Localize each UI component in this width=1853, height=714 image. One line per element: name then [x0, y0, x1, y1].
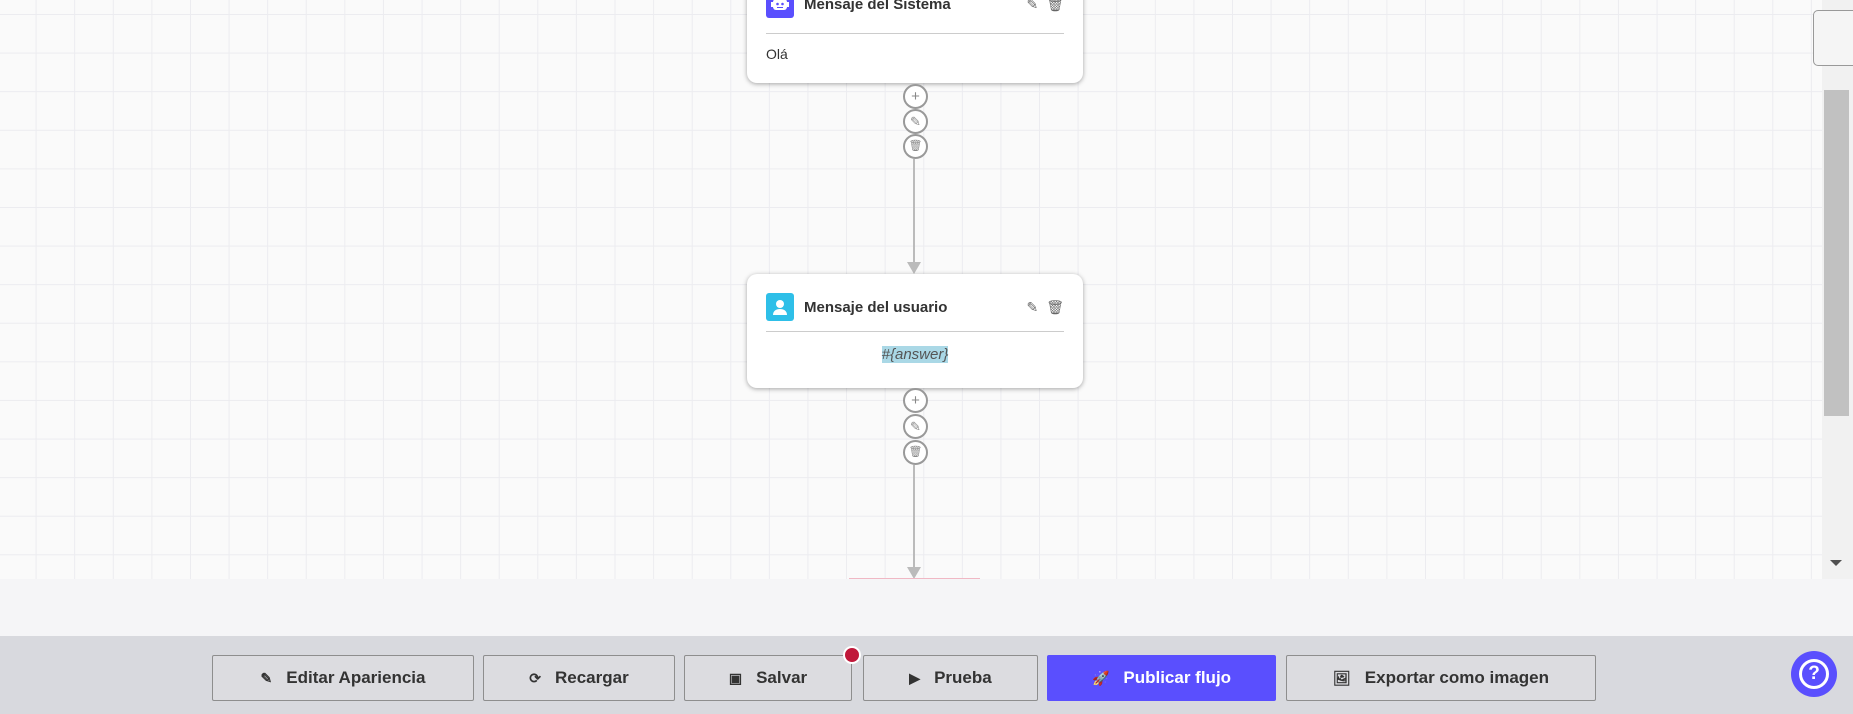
node-user-message[interactable]: Mensaje del usuario ✎ 🗑 #{answer}: [747, 274, 1083, 388]
scroll-down-arrow[interactable]: [1830, 560, 1842, 566]
trash-icon[interactable]: 🗑: [1046, 298, 1064, 315]
minimap-box[interactable]: [1813, 10, 1853, 66]
refresh-icon: ⟳: [529, 669, 541, 686]
add-node-button[interactable]: +: [903, 388, 928, 413]
help-button[interactable]: ?: [1791, 651, 1837, 697]
edit-appearance-button[interactable]: ✎Editar Apariencia: [212, 655, 474, 701]
next-node-edge: [849, 578, 980, 579]
user-icon: [766, 293, 794, 321]
flow-canvas[interactable]: Mensaje del Sistema ✎🗑 Olá + ✎ 🗑 Mensaje…: [0, 0, 1822, 579]
bottom-toolbar: ✎Editar Apariencia ⟳Recargar ▣Salvar ▶Pr…: [0, 636, 1853, 714]
delete-connector-button[interactable]: 🗑: [903, 440, 928, 465]
robot-icon: [766, 0, 794, 18]
node-content-variable: #{answer}: [881, 346, 949, 363]
edit-connector-button[interactable]: ✎: [903, 109, 928, 134]
vertical-scrollbar[interactable]: [1822, 0, 1853, 579]
delete-connector-button[interactable]: 🗑: [903, 134, 928, 159]
connector-line: [913, 159, 915, 263]
publish-flow-button[interactable]: 🚀Publicar flujo: [1047, 655, 1276, 701]
edit-icon[interactable]: ✎: [1026, 298, 1039, 315]
node-content: Olá: [766, 46, 788, 62]
reload-button[interactable]: ⟳Recargar: [483, 655, 675, 701]
test-button[interactable]: ▶Prueba: [863, 655, 1038, 701]
trash-icon[interactable]: 🗑: [1046, 0, 1064, 12]
node-title: Mensaje del usuario: [804, 298, 948, 316]
edit-connector-button[interactable]: ✎: [903, 414, 928, 439]
scrollbar-thumb[interactable]: [1824, 90, 1849, 416]
image-icon: 🖼: [1333, 669, 1351, 686]
save-button[interactable]: ▣Salvar: [684, 655, 852, 701]
edit-icon[interactable]: ✎: [1026, 0, 1039, 12]
play-icon: ▶: [909, 669, 921, 686]
help-icon: ?: [1799, 659, 1829, 689]
node-system-message[interactable]: Mensaje del Sistema ✎ 🗑 Olá: [747, 0, 1083, 83]
rocket-icon: 🚀: [1091, 669, 1110, 686]
add-node-button[interactable]: +: [903, 84, 928, 109]
connector-arrow: [907, 262, 921, 274]
edit-icon: ✎: [260, 669, 273, 686]
export-image-button[interactable]: 🖼Exportar como imagen: [1286, 655, 1596, 701]
connector-line: [913, 465, 915, 569]
unsaved-changes-dot: [843, 646, 861, 664]
floppy-disk-icon: ▣: [728, 669, 743, 686]
node-title: Mensaje del Sistema: [804, 0, 951, 13]
connector-arrow: [907, 567, 921, 579]
